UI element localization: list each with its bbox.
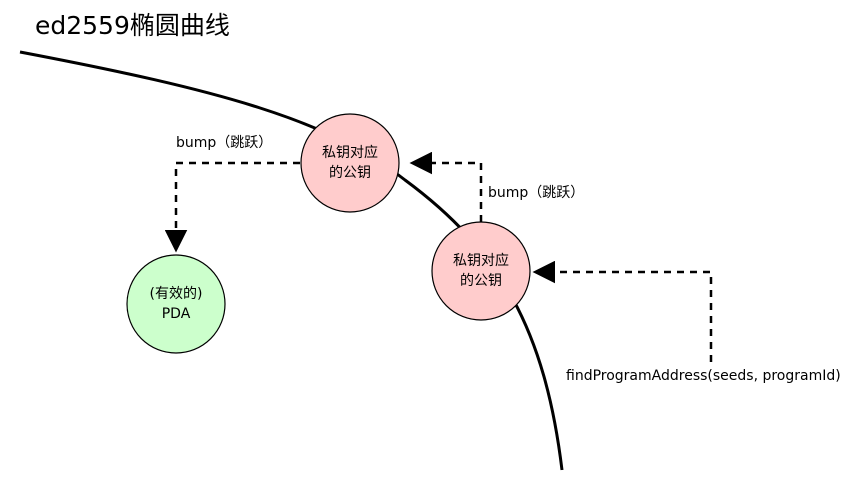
edge-find-program-address [532, 260, 713, 362]
node-key1-line1: 私钥对应 [322, 145, 378, 161]
edge-label-find-program-address: findProgramAddress(seeds, programId) [566, 368, 841, 384]
edge-label-bump-left: bump（跳跃） [176, 135, 273, 151]
diagram-title: ed2559椭圆曲线 [35, 11, 230, 40]
node-pda-label: (有效的) PDA [126, 284, 226, 324]
node-key1-label: 私钥对应 的公钥 [300, 143, 400, 183]
node-pda-line2: PDA [161, 306, 191, 322]
node-key2 [431, 221, 531, 321]
edge-bump-right [409, 151, 483, 222]
node-pda [126, 254, 226, 354]
elliptic-curve [19, 50, 564, 471]
node-key2-line2: 的公钥 [460, 273, 502, 289]
node-key2-line1: 私钥对应 [453, 253, 509, 269]
node-pda-line1: (有效的) [149, 286, 203, 302]
node-key1 [300, 113, 400, 213]
edge-label-bump-right: bump（跳跃） [488, 185, 585, 201]
edge-bump-left [164, 161, 300, 253]
node-key2-label: 私钥对应 的公钥 [431, 251, 531, 291]
node-key1-line2: 的公钥 [329, 165, 371, 181]
